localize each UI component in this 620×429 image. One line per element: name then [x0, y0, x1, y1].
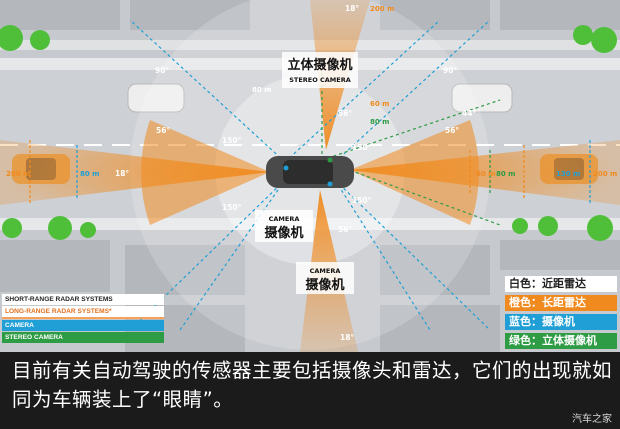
- stereo-camera-label: 立体摄像机 STEREO CAMERA: [282, 52, 358, 88]
- legend-chinese: 白色：近距雷达 橙色：长距雷达 蓝色：摄像机 绿色：立体摄像机: [505, 276, 617, 352]
- angle-left: 18°: [115, 169, 129, 178]
- angle-left-150-bottom: 150°: [222, 203, 242, 212]
- range-right-200: 200 m: [593, 170, 617, 178]
- angle-left-56: 56°: [156, 126, 170, 135]
- legend-long-range-radar: LONG-RANGE RADAR SYSTEMS*: [2, 306, 164, 319]
- camera-fov-lines: [129, 19, 491, 331]
- range-left-200: 200 m: [6, 170, 30, 178]
- stereo-camera-label-cn: 立体摄像机: [287, 57, 352, 73]
- front-camera-label-en: CAMERA: [269, 215, 300, 223]
- angle-right-150-top: 150°: [352, 143, 372, 152]
- watermark: 汽车之家: [572, 414, 612, 425]
- trees: [0, 25, 617, 241]
- parked-car-topleft: [127, 83, 185, 113]
- angle-right-56: 56°: [445, 126, 459, 135]
- legend-cn-green: 绿色：立体摄像机: [505, 333, 617, 349]
- city-blocks-top: [0, 0, 620, 50]
- angle-bottom: 18°: [340, 333, 354, 342]
- angle-left-150-top: 150°: [222, 136, 242, 145]
- range-markers: [29, 140, 591, 205]
- stereo-camera-label-en: STEREO CAMERA: [289, 76, 351, 84]
- range-right-80: 80 m: [496, 170, 515, 178]
- angle-front-left-90: 90°: [155, 66, 169, 75]
- legend-english: SHORT-RANGE RADAR SYSTEMS LONG-RANGE RAD…: [2, 294, 164, 344]
- range-center-80: 80 m: [370, 118, 389, 126]
- front-camera-label: CAMERA 摄像机: [255, 210, 313, 242]
- sensor-diagram: 18° 18° 18° 90° 90° 56° 56° 56° 56° 44° …: [0, 0, 620, 352]
- range-left-80: 80 m: [80, 170, 99, 178]
- angle-center-56-bottom: 56°: [338, 225, 352, 234]
- angle-center-56-top: 56°: [338, 109, 352, 118]
- range-top-80-gray: 80 m: [252, 86, 271, 94]
- long-range-radar-right: [350, 140, 620, 205]
- angle-right-150-bottom: 150°: [352, 196, 372, 205]
- range-right-130: 130 m: [556, 170, 580, 178]
- range-right-60: 60 m: [476, 170, 495, 178]
- long-range-radar-left: [0, 140, 270, 205]
- legend-cn-orange: 橙色：长距雷达: [505, 295, 617, 311]
- legend-cn-blue: 蓝色：摄像机: [505, 314, 617, 330]
- angle-top: 18°: [345, 4, 359, 13]
- rear-camera-label-en: CAMERA: [310, 267, 341, 275]
- mid-range-radar-left: [141, 120, 270, 225]
- legend-short-range-radar: SHORT-RANGE RADAR SYSTEMS: [2, 294, 164, 305]
- range-center-60: 60 m: [370, 100, 389, 108]
- parked-car-topright: [451, 83, 513, 113]
- main-car: [266, 156, 354, 188]
- rear-camera-label-cn: 摄像机: [305, 277, 344, 293]
- caption-text: 目前有关自动驾驶的传感器主要包括摄像头和雷达，它们的出现就如同为车辆装上了“眼睛…: [12, 359, 613, 411]
- front-camera-label-cn: 摄像机: [264, 225, 303, 241]
- mid-range-radar-right: [350, 120, 479, 225]
- legend-camera: CAMERA: [2, 320, 164, 331]
- angle-front-right-90: 90°: [443, 66, 457, 75]
- range-top-200: 200 m: [370, 5, 394, 13]
- caption-bar: 目前有关自动驾驶的传感器主要包括摄像头和雷达，它们的出现就如同为车辆装上了“眼睛…: [0, 352, 620, 429]
- legend-cn-white: 白色：近距雷达: [505, 276, 617, 292]
- rear-camera-label: CAMERA 摄像机: [296, 262, 354, 294]
- legend-stereo-camera: STEREO CAMERA: [2, 332, 164, 343]
- angle-right-44: 44°: [462, 109, 476, 118]
- city-blocks-bottom: [0, 240, 620, 352]
